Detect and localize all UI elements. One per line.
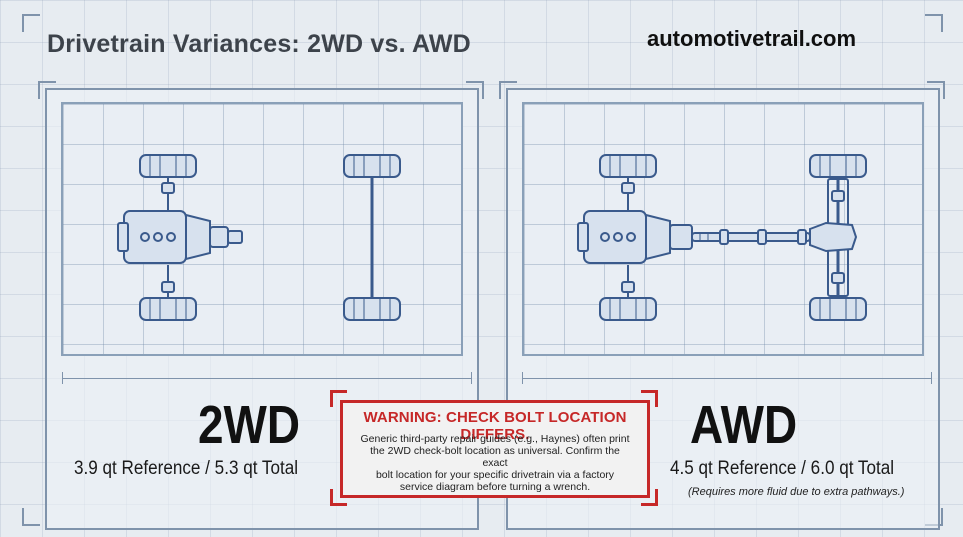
driveshaft (691, 232, 811, 242)
dimension-line-awd (522, 378, 932, 379)
wheel-rear-right (809, 297, 867, 321)
drivetrain-2wd-diagram (117, 154, 401, 321)
capacity-2wd: 3.9 qt Reference / 5.3 qt Total (74, 458, 299, 479)
label-2wd: 2WD (198, 395, 300, 455)
rear-differential (809, 221, 858, 253)
dimension-tick (931, 372, 932, 384)
wheel-rear-left (343, 154, 401, 178)
wheel-rear-right (343, 297, 401, 321)
awd-fluid-note: (Requires more fluid due to extra pathwa… (688, 486, 905, 498)
dimension-tick (471, 372, 472, 384)
dimension-line-2wd (62, 378, 472, 379)
transmission (645, 213, 671, 261)
dimension-tick (522, 372, 523, 384)
warning-line: bolt location for your specific drivetra… (375, 469, 615, 481)
panel-awd-corner-tr (927, 81, 945, 99)
warning-title: WARNING: CHECK BOLT LOCATION DIFFERS. (363, 409, 627, 443)
page-corner-top-right (925, 14, 943, 32)
transmission (185, 213, 211, 261)
warning-corner-tr (641, 390, 658, 407)
warning-corner-bl (330, 489, 347, 506)
wheel-front-right (599, 297, 657, 321)
wheel-rear-left (809, 154, 867, 178)
page-corner-bottom-left (22, 508, 40, 526)
panel-2wd-corner-tr (466, 81, 484, 99)
warning-line: the 2WD check-bolt location as universal… (370, 445, 620, 469)
dimension-tick (62, 372, 63, 384)
warning-corner-br (641, 489, 658, 506)
warning-body: Generic third-party repair guides (e.g.,… (357, 433, 633, 493)
wheel-front-right (139, 297, 197, 321)
panel-2wd-corner-tl (38, 81, 56, 99)
label-awd: AWD (690, 395, 798, 455)
wheel-front-left (599, 154, 657, 178)
drivetrain-awd-diagram (577, 154, 867, 321)
warning-callout: WARNING: CHECK BOLT LOCATION DIFFERS. Ge… (330, 390, 658, 506)
panel-awd-corner-tl (499, 81, 517, 99)
page-corner-top-left (22, 14, 40, 32)
wheel-front-left (139, 154, 197, 178)
warning-line: service diagram before turning a wrench. (399, 481, 591, 493)
capacity-awd: 4.5 qt Reference / 6.0 qt Total (670, 458, 895, 479)
warning-corner-tl (330, 390, 347, 407)
warning-box: WARNING: CHECK BOLT LOCATION DIFFERS. Ge… (340, 400, 650, 498)
page-title: Drivetrain Variances: 2WD vs. AWD (47, 30, 471, 58)
site-name: automotivetrail.com (647, 26, 857, 51)
transfer-case (669, 224, 693, 250)
warning-line: Generic third-party repair guides (e.g.,… (360, 433, 630, 445)
